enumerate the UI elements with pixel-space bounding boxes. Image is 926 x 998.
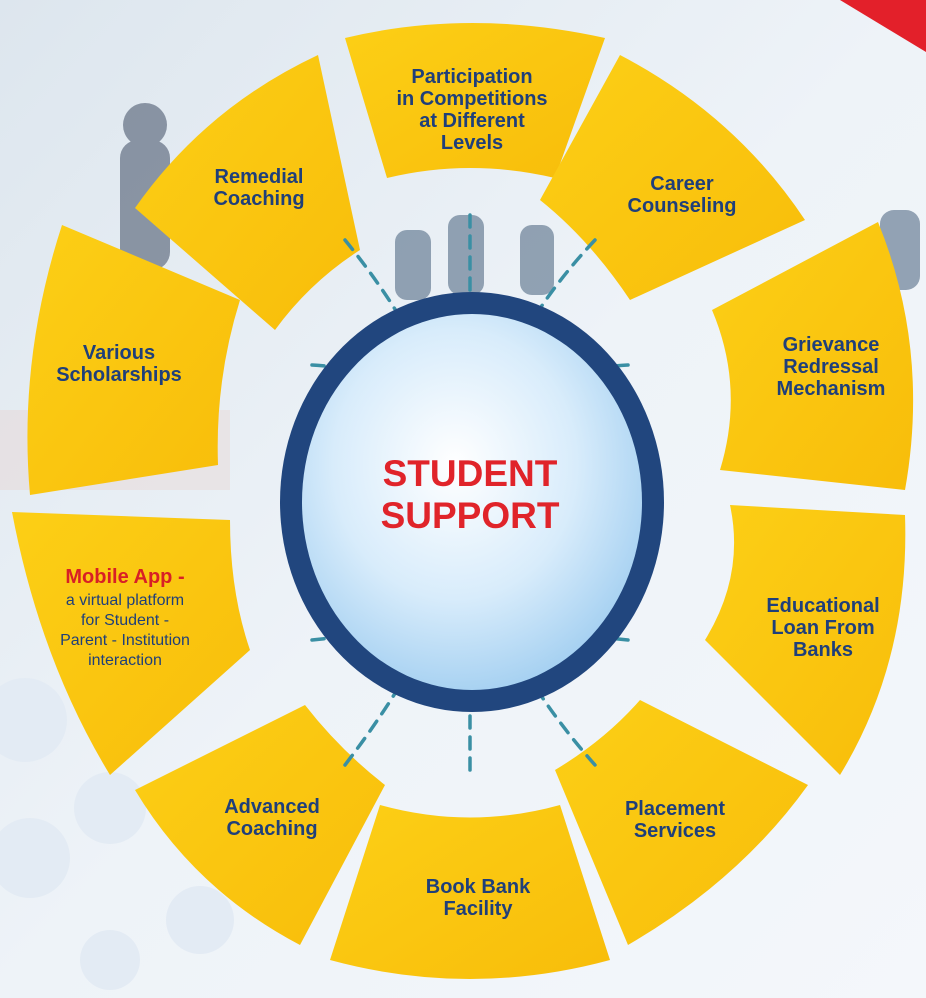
petal-loan-label: Educational Loan From Banks [766,595,880,661]
mobile-app-description: a virtual platform for Student - Parent … [60,592,190,669]
petal-grievance-label: Grievance Redressal Mechanism [776,334,886,400]
petal-loan-shape [705,505,906,775]
petal-bookbank-label: Book Bank Facility [425,876,531,920]
corner-accent [840,0,926,52]
petal-remedial-shape [135,55,360,330]
petal-grievance-shape [712,222,914,490]
center-title: STUDENT SUPPORT [380,453,560,536]
petal-placement-label: Placement Services [624,798,726,842]
petal-mobile-label: Mobile App - a virtual platform for Stud… [22,566,228,671]
petal-career-label: Career Counseling [627,173,737,217]
background-dots [0,678,234,990]
center-circle [302,314,642,690]
petal-participation-shape [345,23,605,178]
mobile-app-dash: - [172,566,185,588]
petal-advanced-label: Advanced Coaching [224,796,320,840]
petal-scholarships-shape [27,225,240,495]
petal-scholarships-label: Various Scholarships [56,342,182,386]
petal-career-shape [540,55,805,300]
petal-advanced-shape [135,705,385,945]
petal-participation-label: Participation in Competitions at Differe… [396,66,548,154]
petal-remedial-label: Remedial Coaching [213,166,305,210]
petals [12,23,914,979]
mobile-app-title: Mobile App [65,566,173,588]
petal-mobile-shape [12,512,250,775]
petal-bookbank-shape [330,805,610,979]
petal-placement-shape [555,700,808,945]
